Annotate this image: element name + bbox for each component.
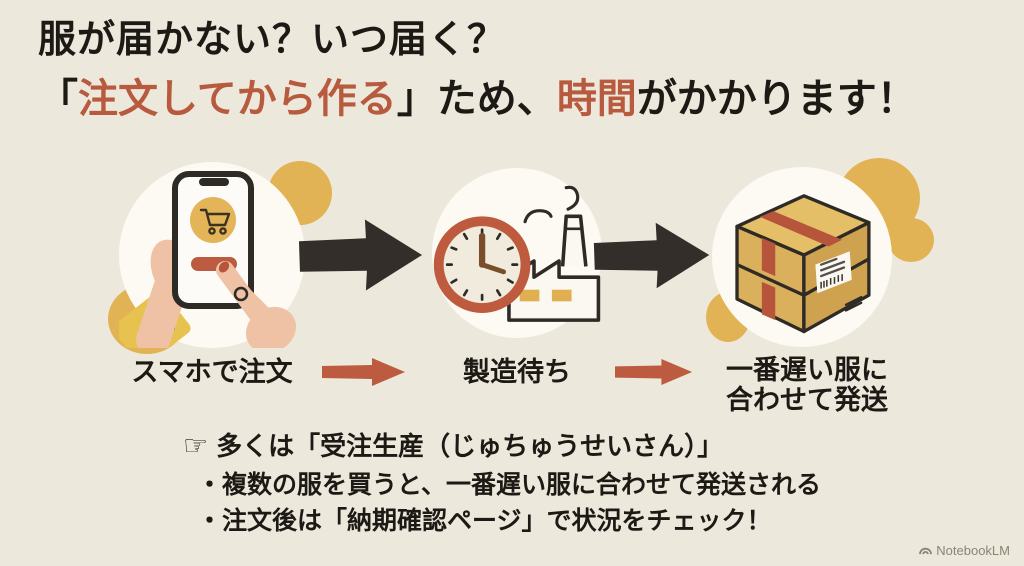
watermark: NotebookLM: [919, 543, 1010, 558]
note-bullet-1: ・複数の服を買うと、一番遅い服に合わせて発送される: [197, 471, 822, 499]
title-line1: 服が届かない？いつ届く？: [38, 19, 507, 61]
flow-arrow-icon: [592, 212, 712, 303]
notebooklm-logo-icon: [919, 547, 933, 555]
step-circle-shipping: [712, 167, 892, 347]
page-title: 服が届かない？いつ届く？ 「注文してから作る」ため、時間がかかります！: [38, 19, 917, 121]
title-line2-open: 「: [38, 76, 78, 121]
step-label-shipping-line2: 合わせて発送: [726, 385, 888, 416]
title-line2: 「注文してから作る」ため、時間がかかります！: [38, 77, 917, 121]
note-headline: ☞多くは「受注生産（じゅちゅうせいさん）」: [183, 426, 723, 463]
title-line2-tail: がかかります！: [636, 76, 917, 121]
flow-arrow-icon: [297, 211, 425, 304]
note-headline-text: 多くは「受注生産（じゅちゅうせいさん）」: [216, 431, 724, 461]
shipping-box-icon: [735, 194, 871, 334]
step-label-order: スマホで注文: [131, 357, 293, 387]
step-circle-manufacturing: [432, 168, 602, 338]
step-label-shipping-line1: 一番遅い服に: [726, 355, 888, 385]
step-label-manufacturing: 製造待ち: [463, 357, 571, 387]
title-line2-highlight2: 時間: [556, 76, 637, 121]
yellow-blob-decoration: [888, 218, 934, 262]
step-label-shipping: 一番遅い服に 合わせて発送: [710, 355, 904, 415]
watermark-label: NotebookLM: [936, 543, 1010, 558]
pointing-hand-icon: ☞: [183, 430, 209, 461]
note-bullet-2: ・注文後は「納期確認ページ」で状況をチェック！: [197, 507, 772, 535]
smartphone-order-icon: [119, 171, 297, 348]
label-arrow-icon: [615, 358, 693, 391]
step-circle-order: [119, 162, 305, 348]
title-line2-highlight1: 注文してから作る: [78, 76, 397, 121]
label-arrow-icon: [320, 357, 408, 392]
clock-factory-icon: [433, 185, 601, 322]
title-line2-mid: 」ため、: [396, 76, 557, 121]
